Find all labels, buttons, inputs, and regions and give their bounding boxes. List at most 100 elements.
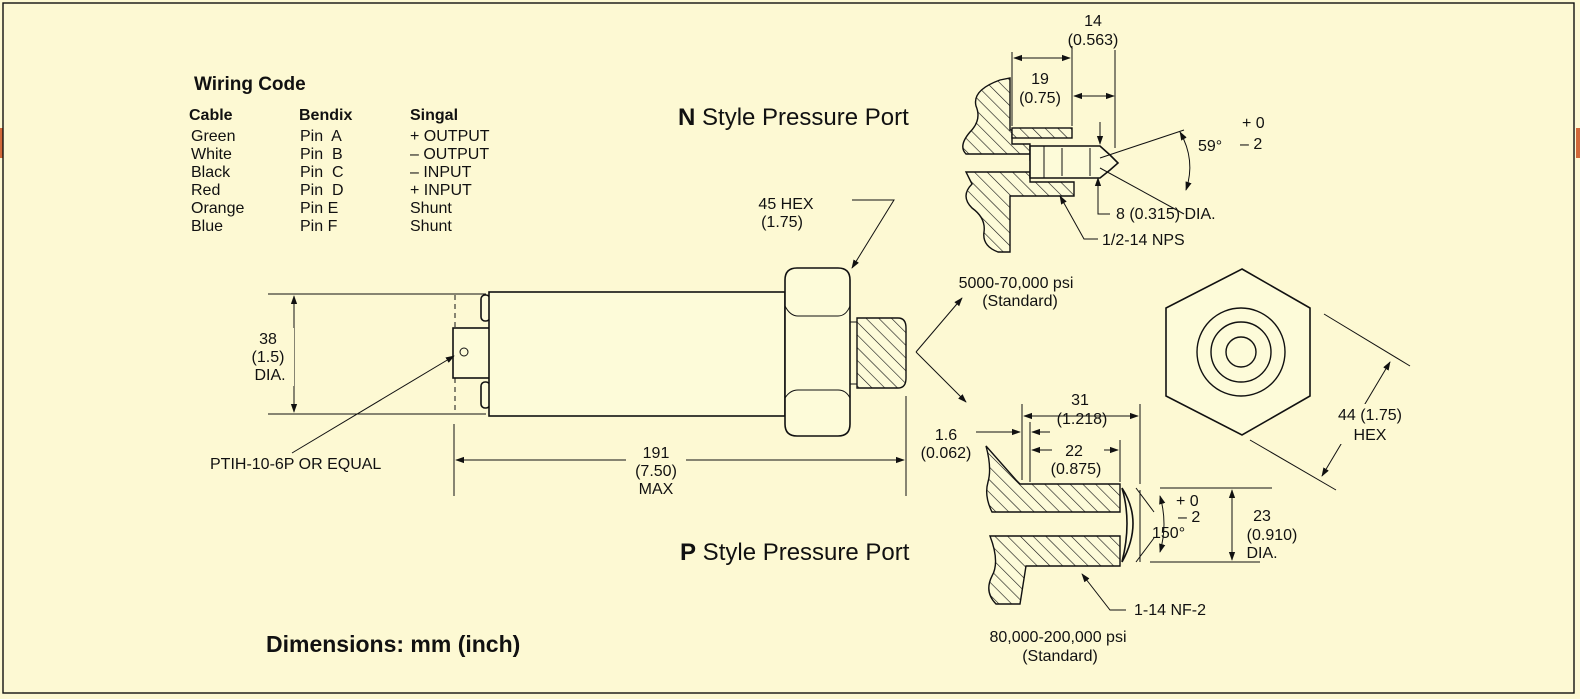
rear-connector bbox=[452, 327, 492, 379]
accent-edge-left bbox=[0, 128, 3, 158]
dia-inch-label: (1.5) bbox=[252, 349, 285, 366]
n-angle-label: 59° bbox=[1198, 138, 1222, 155]
n-dim19-mm: 19 bbox=[1031, 71, 1049, 88]
p-dim23-inch: (0.910) bbox=[1247, 527, 1298, 544]
connector-pin-hole bbox=[459, 347, 469, 357]
dia-label-mask bbox=[244, 328, 294, 386]
p-thread-label: 1-14 NF-2 bbox=[1134, 602, 1206, 619]
n-bore-label: 8 (0.315) DIA. bbox=[1116, 206, 1216, 223]
wiring-signal-2: – OUTPUT bbox=[410, 146, 489, 163]
wiring-bendix-4: Pin D bbox=[300, 182, 344, 199]
n-thread-leader bbox=[1059, 195, 1098, 240]
p-dim22-inch: (0.875) bbox=[1051, 461, 1102, 478]
wiring-cable-6: Blue bbox=[191, 218, 223, 235]
n-tol-plus: + 0 bbox=[1242, 115, 1265, 132]
hex-nut-facet-top bbox=[784, 305, 851, 317]
p-angle-arc bbox=[1159, 495, 1166, 553]
transducer-side-view: 38 (1.5) DIA. 191 (7.50) MAX 45 HEX (1.7… bbox=[210, 196, 1073, 498]
hex-nut bbox=[784, 267, 851, 437]
p-dim22-mask bbox=[1052, 440, 1104, 456]
hex-end-inner-circle bbox=[1225, 336, 1257, 368]
n-port-title-letter: N bbox=[678, 104, 695, 131]
connector-leader-line bbox=[291, 355, 455, 454]
n-port-axis-2 bbox=[1099, 167, 1185, 215]
p-angle-line-top bbox=[1135, 487, 1155, 513]
p-port-leader bbox=[915, 351, 967, 403]
n-port-section-lower bbox=[964, 171, 1075, 253]
p-dim16-mm: 1.6 bbox=[935, 427, 957, 444]
wiring-bendix-3: Pin C bbox=[300, 164, 344, 181]
hex-end-view: 44 (1.75) HEX bbox=[1165, 268, 1412, 491]
p-port-title-text: Style Pressure Port bbox=[696, 539, 910, 566]
low-range-note: (Standard) bbox=[982, 293, 1058, 310]
n-port-leader bbox=[915, 297, 963, 353]
hex-end-ext-bottom bbox=[1249, 439, 1337, 491]
wiring-cable-4: Red bbox=[191, 182, 220, 199]
n-port-axis-1 bbox=[1099, 129, 1185, 159]
n-port-title: N Style Pressure Port bbox=[678, 104, 909, 131]
n-dim14-mm: 14 bbox=[1084, 13, 1102, 30]
wiring-header-cable: Cable bbox=[189, 107, 233, 124]
wiring-signal-1: + OUTPUT bbox=[410, 128, 490, 145]
hex-end-outline bbox=[1165, 268, 1311, 436]
n-thread-label: 1/2-14 NPS bbox=[1102, 232, 1185, 249]
p-port-title: P Style Pressure Port bbox=[680, 539, 910, 566]
wiring-header-signal: Singal bbox=[410, 107, 458, 124]
threaded-port-end bbox=[856, 317, 907, 389]
dia-suffix-label: DIA. bbox=[254, 367, 285, 384]
accent-edge-right bbox=[1576, 128, 1580, 158]
wiring-signal-4: + INPUT bbox=[410, 182, 472, 199]
p-dim23-suffix: DIA. bbox=[1246, 545, 1277, 562]
p-port-title-letter: P bbox=[680, 539, 696, 566]
wiring-header-bendix: Bendix bbox=[299, 107, 352, 124]
hex-mm-label: 45 HEX bbox=[758, 196, 813, 213]
length-mm-label: 191 bbox=[643, 445, 670, 462]
high-range-label: 80,000-200,000 psi bbox=[990, 629, 1127, 646]
p-style-port-detail: P Style Pressure Port 31 (1.218) 22 (0.8… bbox=[680, 392, 1297, 665]
wiring-cable-2: White bbox=[191, 146, 232, 163]
p-dim22-mm: 22 bbox=[1065, 443, 1083, 460]
wiring-signal-6: Shunt bbox=[410, 218, 452, 235]
connector-label: PTIH-10-6P OR EQUAL bbox=[210, 456, 381, 473]
n-port-angle-arc bbox=[1179, 131, 1192, 191]
wiring-code-title: Wiring Code bbox=[194, 74, 306, 95]
n-tol-minus: – 2 bbox=[1240, 136, 1262, 153]
p-tol-minus: – 2 bbox=[1178, 509, 1200, 526]
hex-end-outer-circle bbox=[1196, 307, 1286, 397]
hex-end-label-mask bbox=[1330, 404, 1412, 444]
p-angle-line-bottom bbox=[1135, 537, 1155, 563]
hex-end-ext-top bbox=[1323, 313, 1411, 367]
length-inch-label: (7.50) bbox=[635, 463, 677, 480]
n-port-thread-band bbox=[1011, 127, 1073, 139]
n-bore-leader bbox=[1094, 177, 1110, 215]
length-suffix-label: MAX bbox=[639, 481, 674, 498]
hex-end-middle-circle bbox=[1210, 321, 1272, 383]
low-range-label: 5000-70,000 psi bbox=[959, 275, 1074, 292]
p-dim16-inch: (0.062) bbox=[921, 445, 972, 462]
p-thread-leader bbox=[1081, 573, 1126, 611]
p-angle-label: 150° bbox=[1152, 525, 1185, 542]
n-dim14-inch: (0.563) bbox=[1068, 32, 1119, 49]
dia-mm-label: 38 bbox=[259, 331, 277, 348]
hex-leader-line bbox=[851, 199, 895, 269]
hex-end-mm-label: 44 (1.75) bbox=[1338, 407, 1402, 424]
high-range-note: (Standard) bbox=[1022, 648, 1098, 665]
wiring-bendix-2: Pin B bbox=[300, 146, 343, 163]
n-dim19-inch: (0.75) bbox=[1019, 90, 1061, 107]
n-style-port-detail: N Style Pressure Port 14 (0.563) 19 (0.7… bbox=[678, 13, 1265, 253]
p-port-section-lower bbox=[988, 535, 1121, 605]
p-dim23-mm: 23 bbox=[1253, 508, 1271, 525]
p-tol-plus: + 0 bbox=[1176, 493, 1199, 510]
transducer-cylinder bbox=[488, 291, 786, 417]
n-port-cone-seat bbox=[1029, 145, 1120, 179]
wiring-bendix-1: Pin A bbox=[300, 128, 342, 145]
p-port-section-upper bbox=[985, 445, 1121, 513]
wiring-bendix-6: Pin F bbox=[300, 218, 338, 235]
wiring-signal-3: – INPUT bbox=[410, 164, 472, 181]
p-dim31-inch: (1.218) bbox=[1057, 411, 1108, 428]
wiring-cable-5: Orange bbox=[191, 200, 244, 217]
hex-end-suffix-label: HEX bbox=[1354, 427, 1387, 444]
wiring-cable-3: Black bbox=[191, 164, 231, 181]
